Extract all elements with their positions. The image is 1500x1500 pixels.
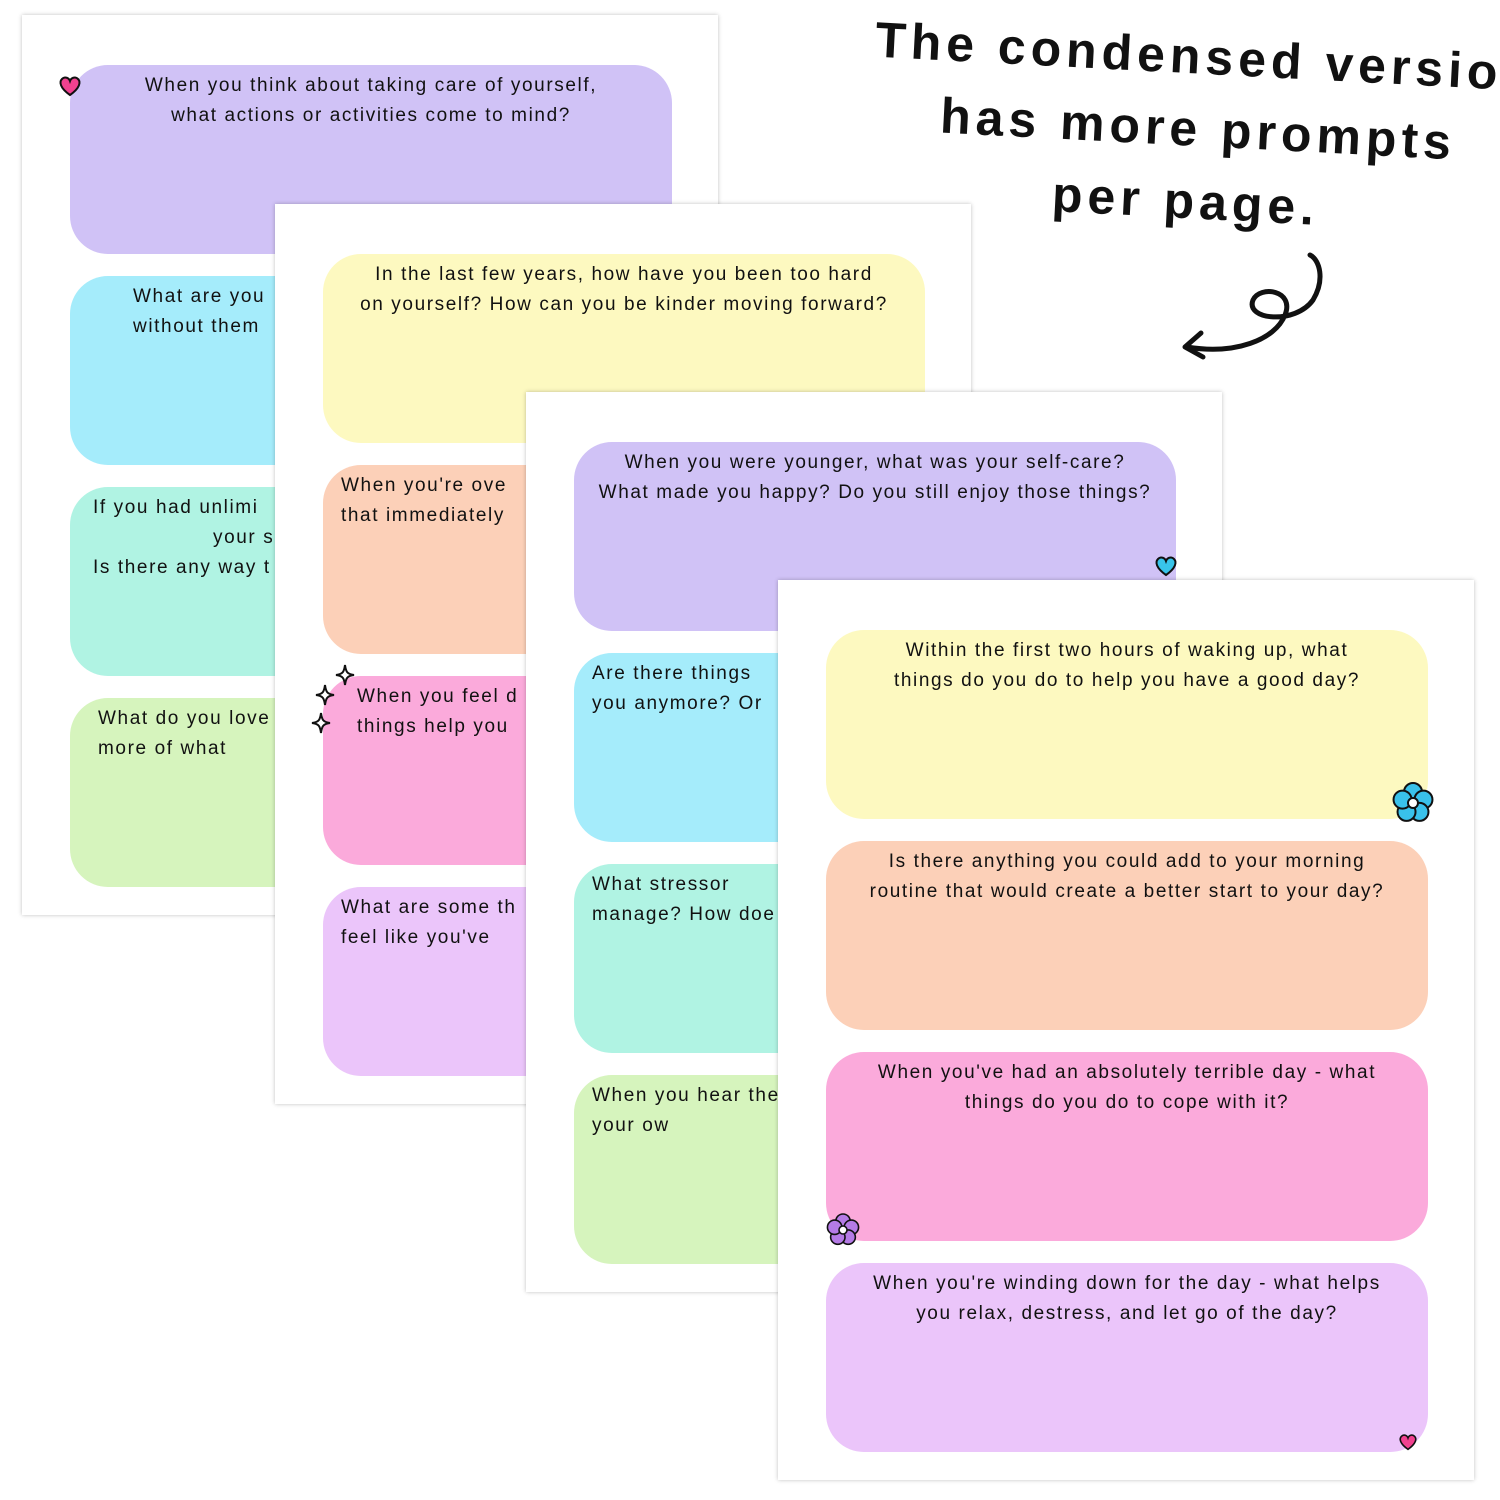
- prompt-text-line: What are you: [133, 286, 266, 307]
- prompt-text-line: What stressor: [592, 874, 730, 895]
- sparkle-icon: [335, 664, 355, 691]
- heart-icon: [1398, 1433, 1418, 1456]
- prompt-text-line: things do you do to help you have a good…: [893, 670, 1361, 691]
- curly-arrow-icon: [1182, 252, 1323, 360]
- headline-line-3: per page.: [1050, 166, 1321, 236]
- prompt-text-line: What are some th: [341, 897, 517, 918]
- prompt-text-line: more of what: [98, 738, 228, 759]
- heart-icon: [1154, 555, 1178, 582]
- headline-line-2: has more prompts: [938, 87, 1458, 171]
- prompt-text-line: In the last few years, how have you been…: [375, 264, 873, 285]
- prompt-text-line: your s: [213, 527, 275, 548]
- prompt-text-line: things do you do to cope with it?: [964, 1092, 1290, 1113]
- prompt-text-line: that immediately: [341, 505, 505, 526]
- prompt-text-line: feel like you've: [341, 927, 491, 948]
- prompt-text-line: Is there anything you could add to your …: [888, 851, 1366, 872]
- prompt-text-line: routine that would create a better start…: [869, 881, 1385, 902]
- prompt-text-line: Within the first two hours of waking up,…: [905, 640, 1349, 661]
- prompt-text-line: When you feel d: [357, 686, 519, 707]
- sparkle-icon: [315, 684, 335, 711]
- prompt-text-line: If you had unlimi: [93, 497, 259, 518]
- prompt-text-line: What made you happy? Do you still enjoy …: [598, 482, 1152, 503]
- prompt-text-line: When you hear the: [592, 1085, 780, 1106]
- heart-icon: [58, 75, 82, 102]
- prompt-text-line: manage? How doe: [592, 904, 776, 925]
- prompt-text-line: you anymore? Or: [592, 693, 763, 714]
- prompt-text-line: what actions or activities come to mind?: [171, 105, 571, 126]
- prompt-text-line: What do you love: [98, 708, 271, 729]
- prompt-box[interactable]: Is there anything you could add to your …: [826, 841, 1428, 1030]
- prompt-text-line: Are there things: [592, 663, 752, 684]
- flower-icon: [1388, 778, 1438, 833]
- prompt-box[interactable]: When you're winding down for the day - w…: [826, 1263, 1428, 1452]
- journal-page-4: Within the first two hours of waking up,…: [778, 580, 1474, 1480]
- prompt-text-line: your ow: [592, 1115, 670, 1136]
- prompt-text-line: on yourself? How can you be kinder movin…: [360, 294, 888, 315]
- prompt-text-line: without them: [133, 316, 260, 337]
- prompt-text-line: When you're winding down for the day - w…: [873, 1273, 1381, 1294]
- prompt-box[interactable]: When you've had an absolutely terrible d…: [826, 1052, 1428, 1241]
- prompt-text-line: When you think about taking care of your…: [144, 75, 598, 96]
- sparkle-icon: [311, 712, 331, 739]
- prompt-text-line: When you've had an absolutely terrible d…: [877, 1062, 1377, 1083]
- prompt-text-line: When you're ove: [341, 475, 507, 496]
- prompt-text-line: things help you: [357, 716, 509, 737]
- prompt-text-line: When you were younger, what was your sel…: [624, 452, 1126, 473]
- flower-icon: [823, 1210, 863, 1255]
- prompt-text-line: you relax, destress, and let go of the d…: [916, 1303, 1338, 1324]
- prompt-box[interactable]: Within the first two hours of waking up,…: [826, 630, 1428, 819]
- prompt-text-line: Is there any way t: [93, 557, 271, 578]
